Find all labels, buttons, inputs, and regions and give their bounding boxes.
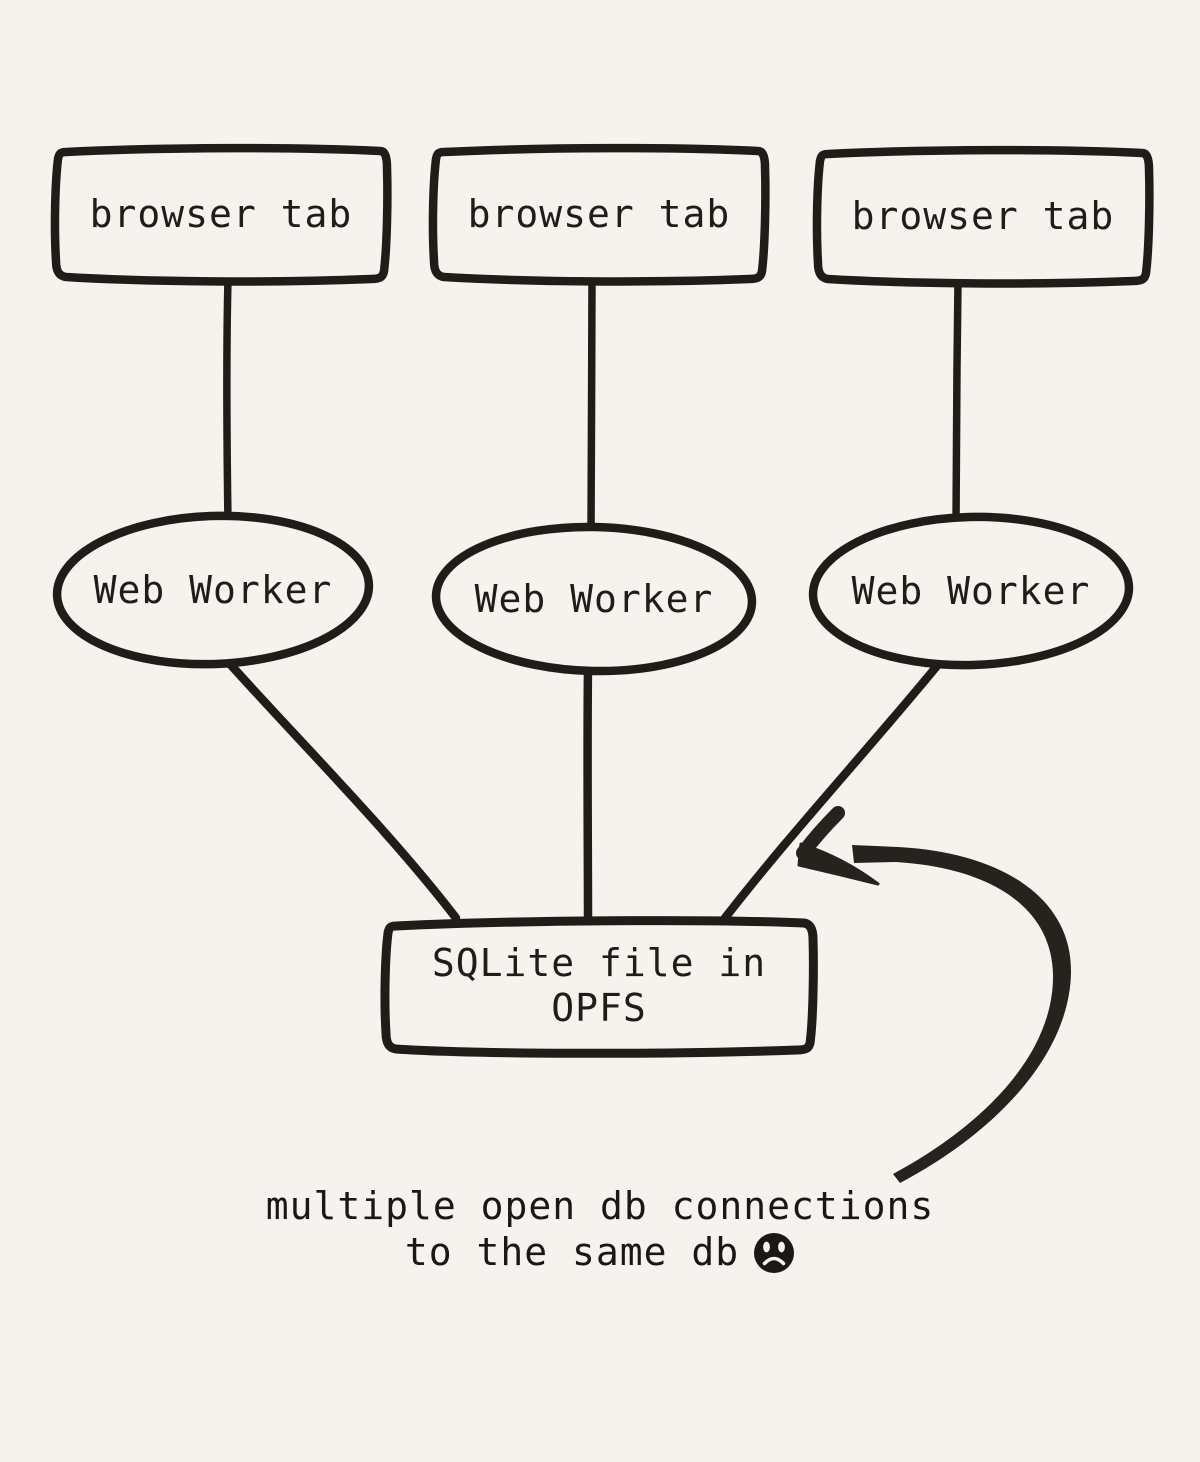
caption-line2: to the same db	[0, 1230, 1200, 1275]
web-worker-1-ellipse	[52, 511, 374, 669]
connector-tab1-worker1	[223, 275, 232, 526]
browser-tab-1-label: browser tab	[89, 192, 353, 236]
frowning-face-icon	[753, 1232, 795, 1274]
caption-line1: multiple open db connections	[265, 1184, 935, 1228]
browser-tab-1-box	[50, 143, 392, 286]
curved-arrow-shaft	[852, 845, 1072, 1183]
caption: multiple open db connections to the same…	[0, 1184, 1200, 1275]
node-sqlite-file: SQLite file in OPFS	[383, 918, 815, 1053]
browser-tab-3-box	[812, 145, 1154, 288]
web-worker-1-label: Web Worker	[93, 568, 333, 612]
sqlite-box	[380, 916, 818, 1058]
node-browser-tab-1: browser tab	[54, 148, 388, 280]
browser-tab-2-label: browser tab	[467, 192, 731, 236]
node-browser-tab-3: browser tab	[816, 150, 1150, 282]
connector-worker1-sqlite	[225, 659, 461, 923]
web-worker-2-ellipse	[431, 522, 757, 676]
curved-arrow	[796, 806, 1072, 1183]
connector-worker3-sqlite	[720, 656, 946, 923]
connector-tab2-worker2	[587, 275, 596, 536]
node-browser-tab-2: browser tab	[432, 148, 766, 280]
connector-tab3-worker3	[952, 277, 962, 526]
web-worker-3-ellipse	[808, 512, 1134, 670]
node-web-worker-2: Web Worker	[434, 525, 754, 673]
web-worker-2-label: Web Worker	[474, 577, 714, 621]
node-web-worker-1: Web Worker	[53, 515, 373, 665]
browser-tab-2-box	[428, 143, 770, 286]
browser-tab-3-label: browser tab	[851, 194, 1115, 238]
sqlite-label-line1: SQLite file in	[431, 940, 767, 985]
curved-arrow-head-lower	[797, 842, 880, 886]
web-worker-3-label: Web Worker	[851, 569, 1091, 613]
caption-line2-text: to the same db	[404, 1230, 740, 1274]
sqlite-label-line2: OPFS	[551, 985, 647, 1030]
node-web-worker-3: Web Worker	[811, 516, 1131, 666]
